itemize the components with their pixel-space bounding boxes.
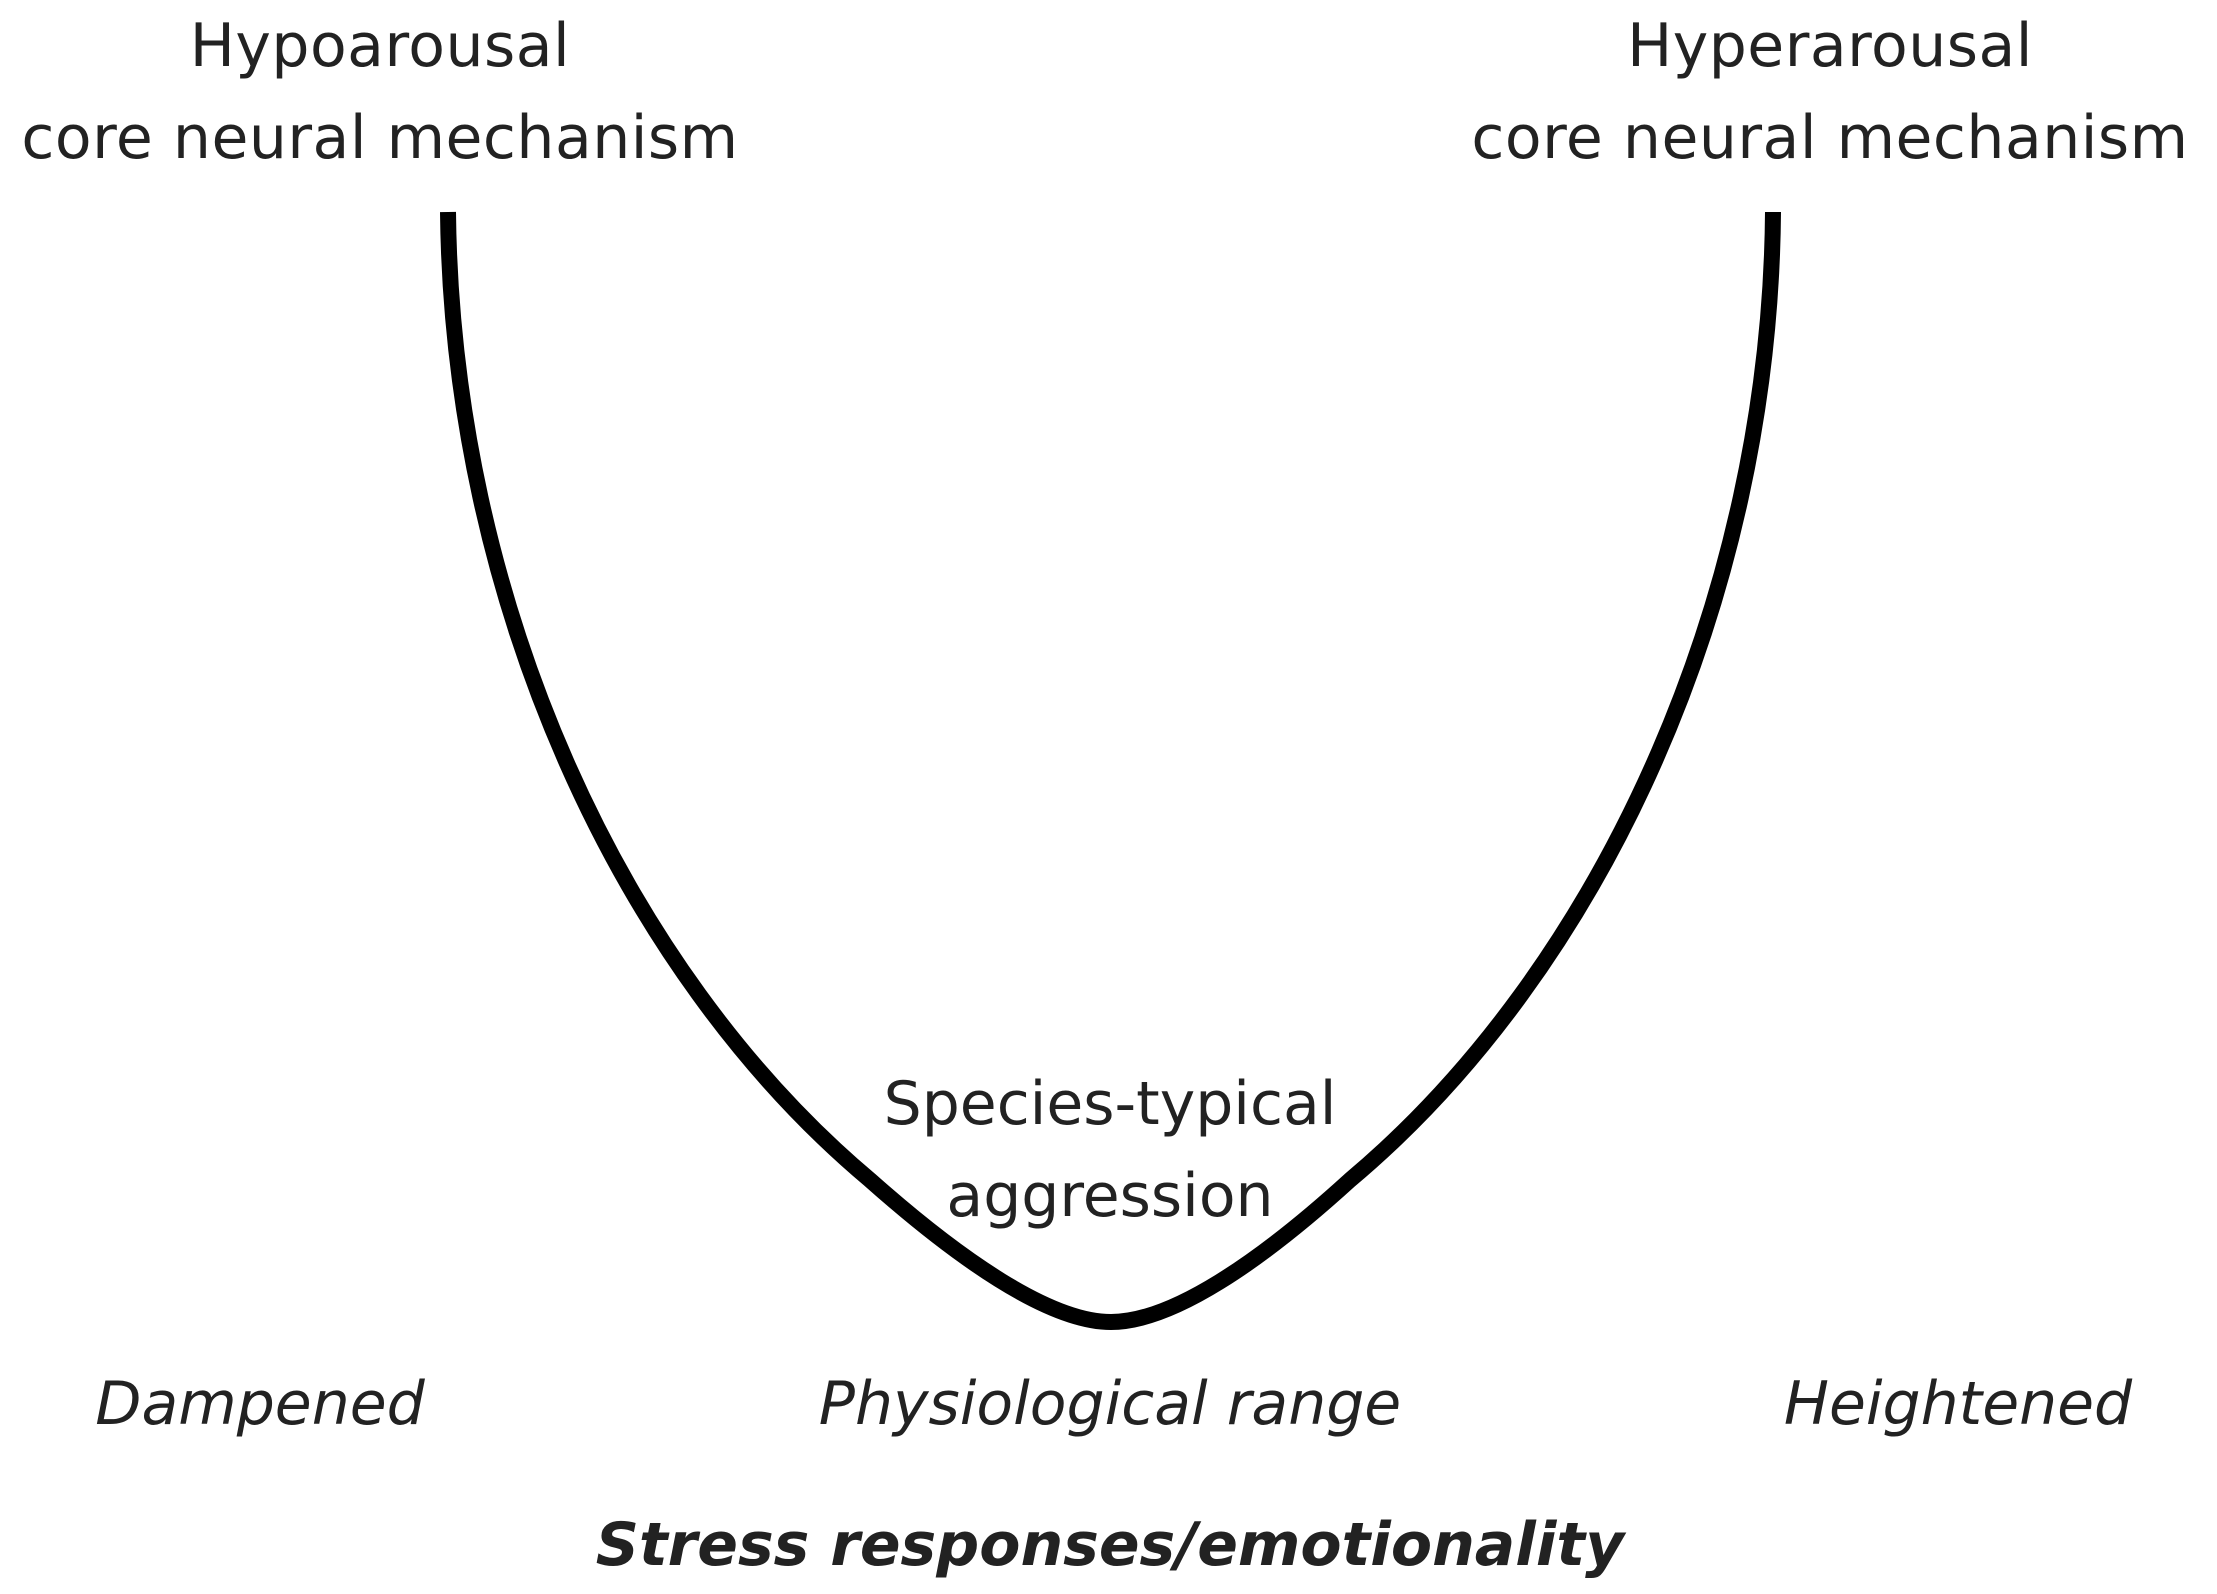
hyperarousal-subtitle: core neural mechanism — [1471, 103, 2189, 173]
axis-title: Stress responses/emotionality — [595, 1510, 1625, 1580]
hyperarousal-label: Hyperarousal core neural mechanism — [1471, 0, 2188, 184]
hypoarousal-subtitle: core neural mechanism — [21, 103, 739, 173]
axis-label-dampened: Dampened — [95, 1369, 425, 1439]
u-curve-path — [440, 211, 1781, 1330]
hypoarousal-title: Hypoarousal — [189, 11, 571, 81]
species-typical-line1: Species-typical — [883, 1069, 1337, 1139]
species-typical-label: Species-typical aggression — [884, 1058, 1337, 1242]
axis-label-physiological-range: Physiological range — [818, 1369, 1402, 1439]
hyperarousal-title: Hyperarousal — [1627, 11, 2033, 81]
axis-label-heightened: Heightened — [1783, 1369, 2133, 1439]
species-typical-line2: aggression — [946, 1161, 1274, 1231]
hypoarousal-label: Hypoarousal core neural mechanism — [21, 0, 738, 184]
